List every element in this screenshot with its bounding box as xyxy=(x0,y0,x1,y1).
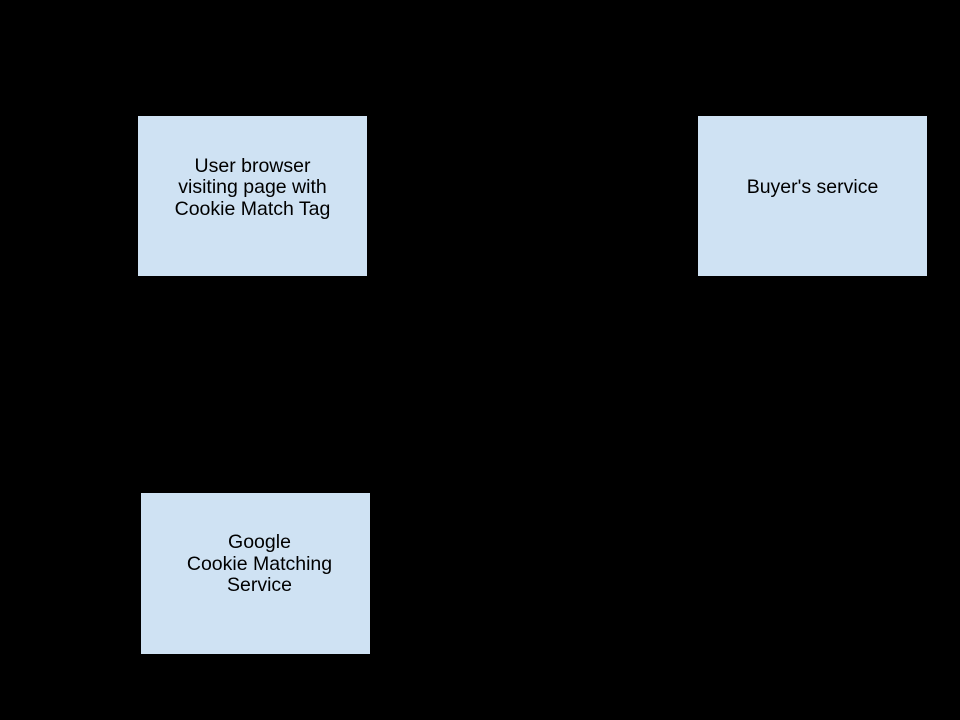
node-google-cookie-matching-service: Google Cookie Matching Service xyxy=(140,492,371,655)
node-label-line: visiting page with xyxy=(178,176,327,199)
node-user-browser: User browser visiting page with Cookie M… xyxy=(137,115,368,277)
node-label-line: Buyer's service xyxy=(746,176,879,199)
node-label-line: Cookie Match Tag xyxy=(174,197,331,220)
node-google-cms-label: Google Cookie Matching Service xyxy=(187,532,332,597)
node-label-line: Google xyxy=(228,531,291,554)
node-label-line: Service xyxy=(226,574,293,597)
node-user-browser-label: User browser visiting page with Cookie M… xyxy=(174,154,331,221)
node-buyers-service: Buyer's service xyxy=(697,115,928,277)
node-label-line: User browser xyxy=(194,154,311,177)
node-label-line: Cookie Matching xyxy=(186,552,333,575)
node-buyers-service-label: Buyer's service xyxy=(747,177,879,199)
